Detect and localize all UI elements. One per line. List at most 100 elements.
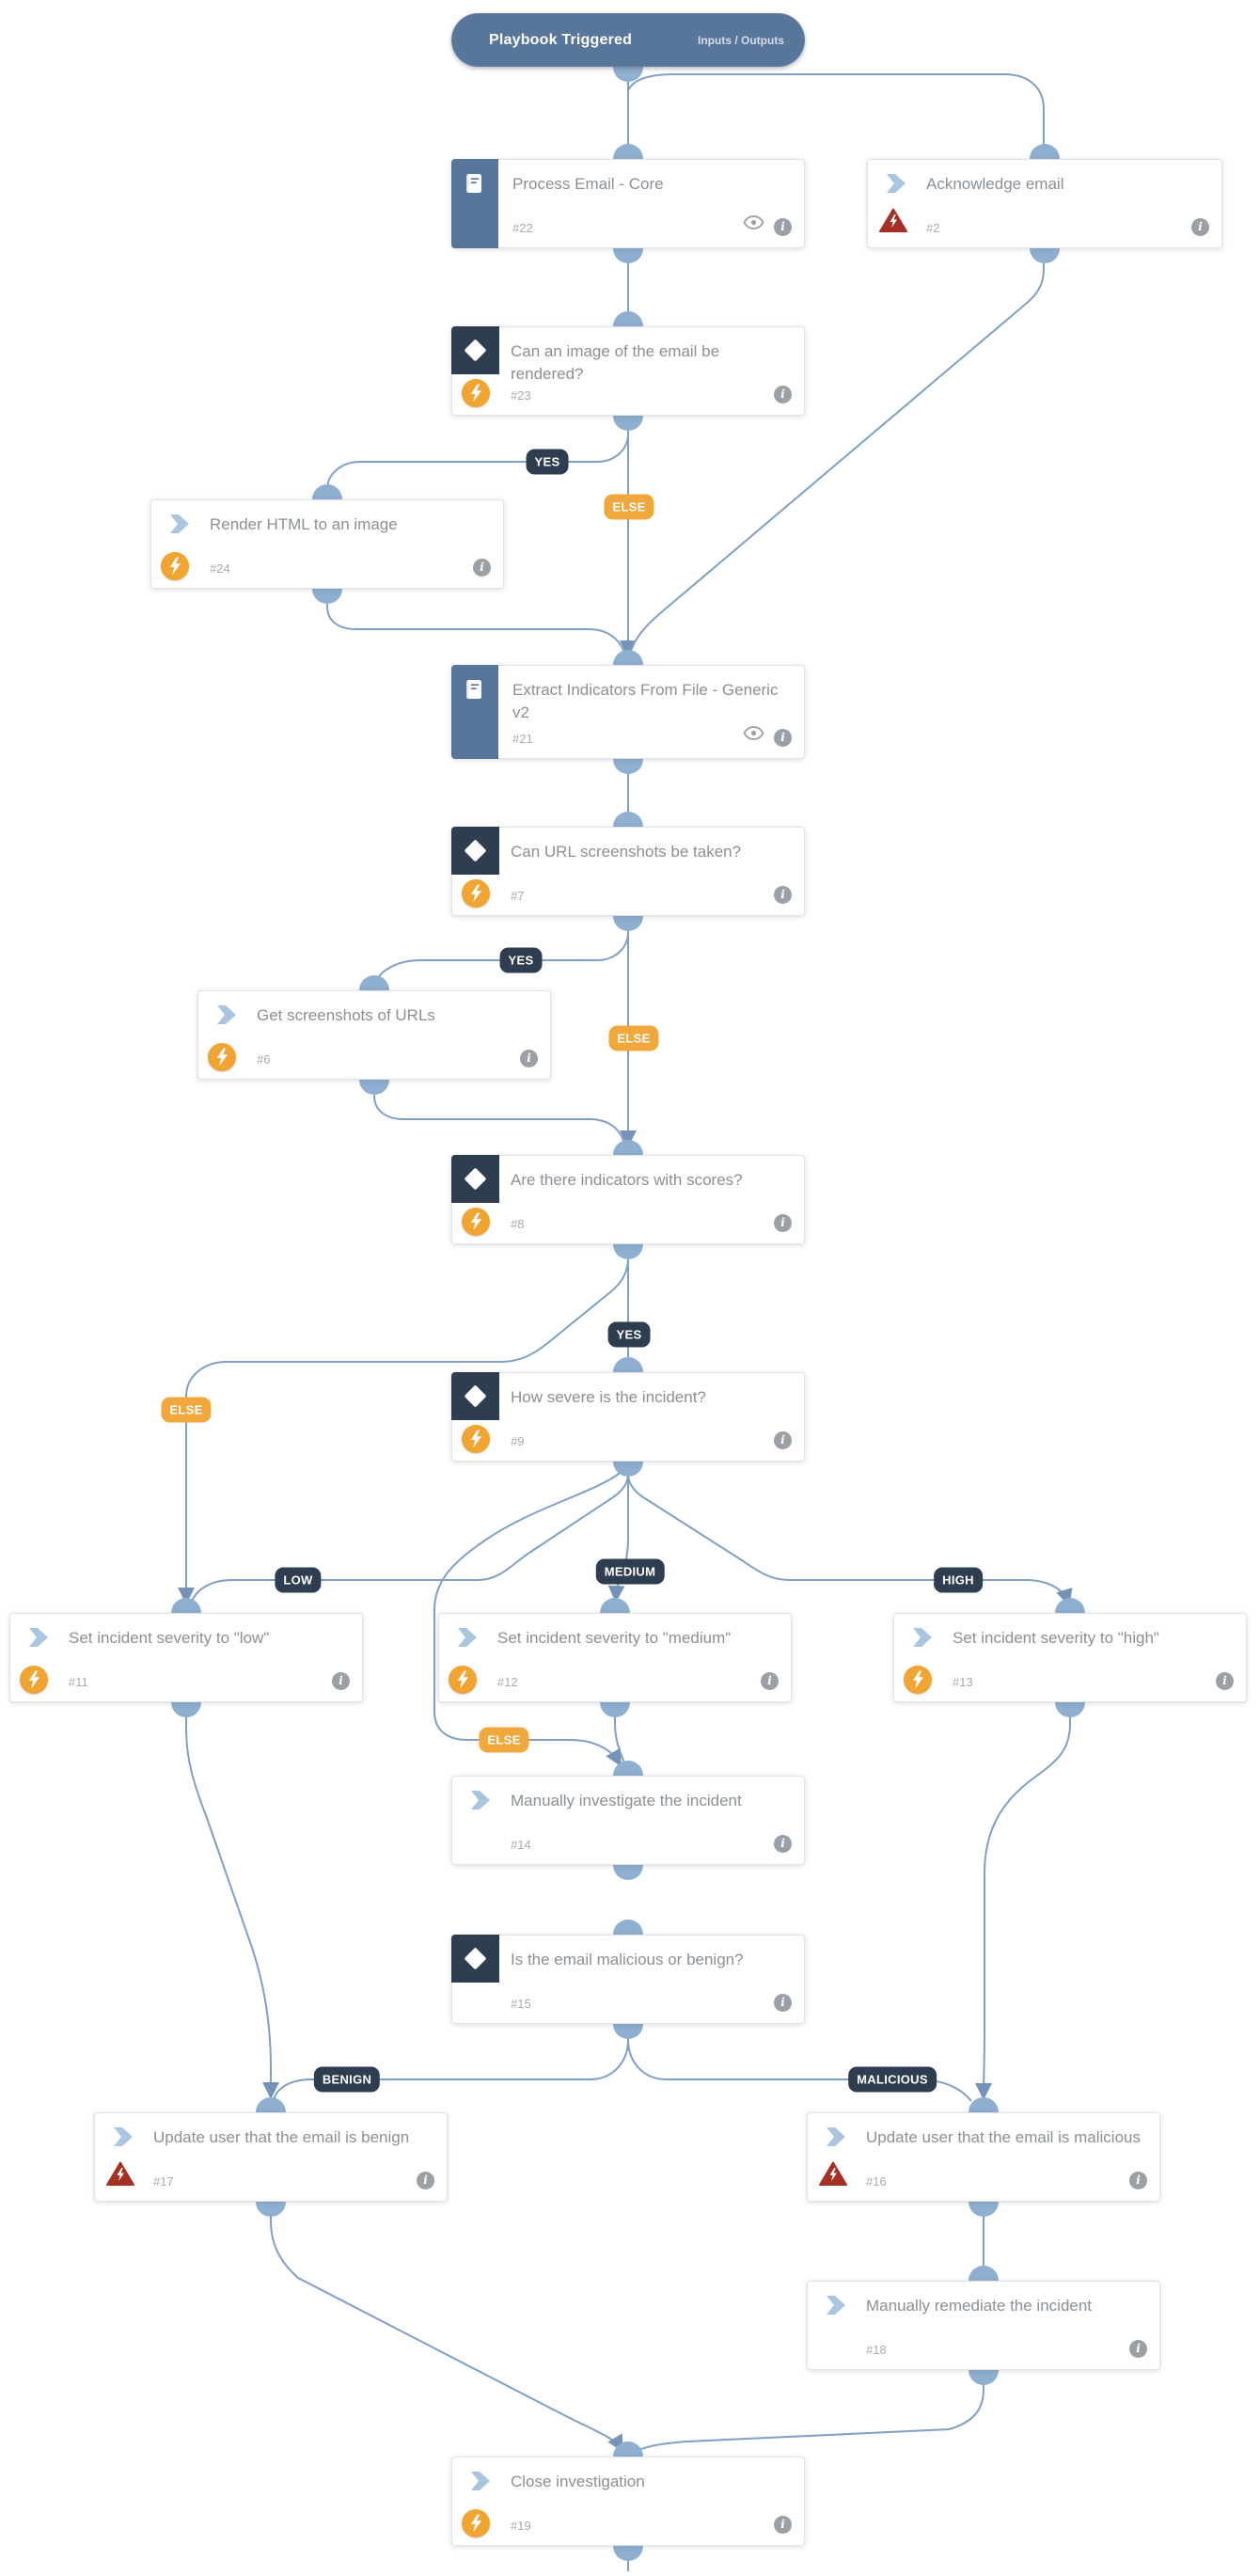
info-icon[interactable]: i [774,386,792,403]
task-number: #12 [497,1675,518,1689]
info-icon[interactable]: i [774,218,792,236]
task-node-17[interactable]: Update user that the email is benign #17 i [94,2112,448,2202]
task-node-6[interactable]: Get screenshots of URLs #6 i [197,990,551,1080]
condition-diamond-icon [464,339,487,362]
task-number: #13 [953,1675,973,1689]
info-icon[interactable]: i [774,1214,792,1232]
task-number: #6 [257,1052,271,1067]
task-number: #14 [511,1838,531,1852]
task-title: Get screenshots of URLs [257,1006,435,1024]
error-warning-icon [879,208,907,238]
task-node-13[interactable]: Set incident severity to "high" #13 i [893,1613,1247,1702]
task-node-23[interactable]: Can an image of the email be rendered? #2… [451,326,805,416]
info-icon[interactable]: i [774,1994,792,2012]
edge-label-low-6: LOW [275,1567,322,1593]
task-chevron-icon [165,513,191,540]
automation-bolt-icon [462,879,490,908]
edge-label-yes-2: YES [499,947,543,973]
task-chevron-icon [24,1626,50,1653]
edge-label-yes-0: YES [526,449,569,475]
task-number: #22 [512,221,533,235]
task-title: Set incident severity to "low" [69,1629,270,1647]
info-icon[interactable]: i [774,729,792,747]
edge-remediate-close [632,2370,984,2455]
edge-label-yes-4: YES [607,1321,651,1348]
info-icon[interactable]: i [473,559,491,577]
condition-icon-box [451,1372,499,1420]
task-node-21[interactable]: Extract Indicators From File - Generic v… [451,665,805,759]
info-icon[interactable]: i [761,1672,779,1690]
playbook-sidebar [451,159,498,248]
task-title: Set incident severity to "high" [953,1629,1159,1647]
edge-acknowledge-extract [630,248,1045,652]
task-node-12[interactable]: Set incident severity to "medium" #12 i [438,1613,792,1702]
info-icon[interactable]: i [332,1672,350,1690]
task-title: Can an image of the email be rendered? [511,342,720,383]
info-icon[interactable]: i [774,1431,792,1449]
info-icon[interactable]: i [417,2172,434,2189]
edge-else-setlow [178,1257,629,1604]
sub-playbook-book-icon [463,677,487,759]
task-chevron-icon [908,1626,934,1653]
automation-bolt-icon [904,1666,932,1694]
condition-diamond-icon [464,839,487,862]
edge-label-else-9: ELSE [479,1727,529,1753]
edge-screenshots-condition8 [373,1080,625,1145]
edge-low-setlow [190,1462,629,1605]
automation-bolt-icon [462,1425,490,1453]
task-number: #23 [511,388,531,403]
edge-high-sethigh [627,1462,1073,1606]
info-icon[interactable]: i [774,2516,792,2534]
task-title: Update user that the email is benign [153,2128,410,2146]
inputs-outputs-button[interactable]: Inputs / Outputs [698,33,784,47]
task-number: #2 [926,221,940,235]
info-icon[interactable]: i [520,1050,538,1067]
quiet-mode-eye-icon[interactable] [743,215,764,234]
task-title: Manually remediate the incident [866,2297,1093,2315]
automation-bolt-icon [462,1208,490,1236]
info-icon[interactable]: i [774,1835,792,1853]
quiet-mode-eye-icon[interactable] [743,726,764,745]
task-number: #21 [512,732,533,746]
task-chevron-icon [822,2294,847,2321]
info-icon[interactable]: i [1129,2172,1147,2189]
edge-label-else-1: ELSE [604,494,654,520]
automation-bolt-icon [208,1043,236,1071]
info-icon[interactable]: i [1216,1672,1234,1690]
task-title: Set incident severity to "medium" [497,1629,732,1647]
condition-icon-box [451,827,499,875]
info-icon[interactable]: i [1191,218,1209,236]
task-title: Acknowledge email [926,175,1064,193]
playbook-trigger-header[interactable]: Playbook Triggered Inputs / Outputs [451,13,805,67]
task-title: Render HTML to an image [210,515,398,533]
edge-label-malicious-11: MALICIOUS [848,2066,937,2093]
task-node-2[interactable]: Acknowledge email #2 i [867,159,1222,248]
condition-diamond-icon [464,1167,487,1191]
task-number: #9 [511,1434,525,1448]
info-icon[interactable]: i [774,886,792,904]
automation-bolt-icon [161,552,189,580]
task-chevron-icon [213,1004,238,1031]
task-chevron-icon [822,2126,847,2153]
edge-label-benign-10: BENIGN [313,2066,381,2093]
task-title: Update user that the email is malicious [866,2128,1141,2146]
automation-bolt-icon [462,379,490,407]
task-number: #17 [153,2174,174,2189]
task-chevron-icon [466,2470,492,2497]
edge-trigger-acknowledge [627,73,1045,160]
task-chevron-icon [466,1789,492,1816]
error-warning-icon [106,2161,134,2191]
task-node-16[interactable]: Update user that the email is malicious#… [807,2112,1160,2202]
info-icon[interactable]: i [1129,2340,1147,2358]
